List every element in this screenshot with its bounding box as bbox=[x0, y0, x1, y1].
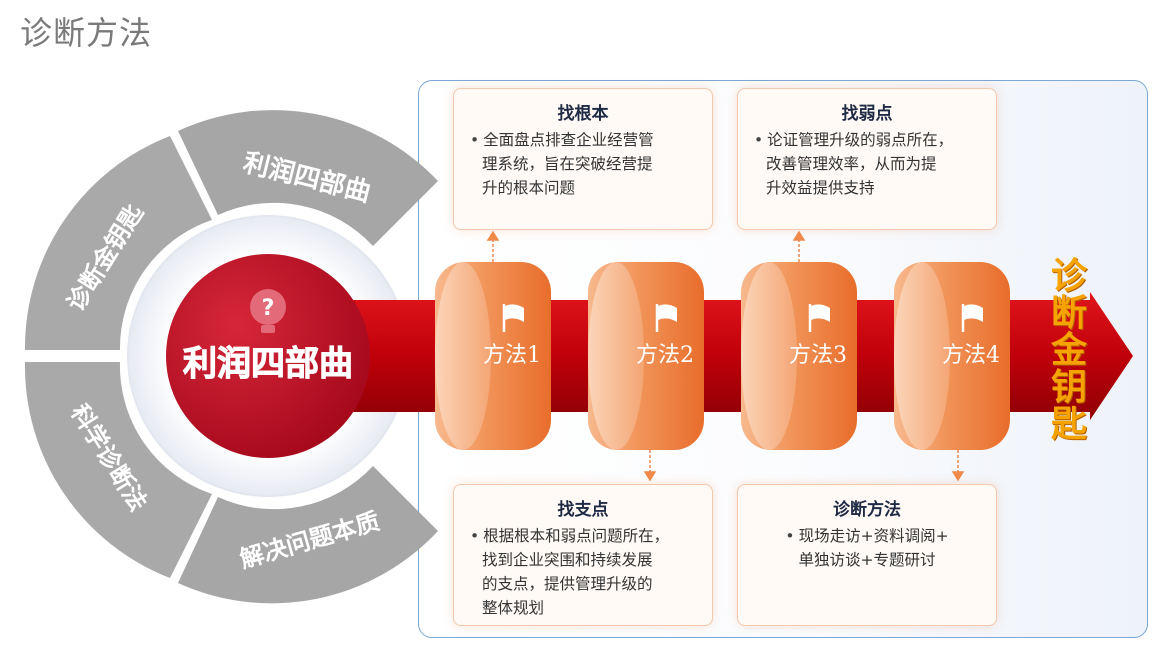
card-title: 找弱点 bbox=[841, 104, 893, 124]
arrow-head-label: 诊 断 金 钥 匙 bbox=[1046, 258, 1092, 443]
arrow-label-char: 断 bbox=[1050, 293, 1087, 334]
arrow-label-char: 金 bbox=[1050, 330, 1087, 371]
card-text-line: 升的根本问题 bbox=[482, 179, 576, 197]
card-diagnosis-method: 诊断方法 现场走访+资料调阅+ 单独访谈+专题研讨 bbox=[737, 484, 997, 626]
card-find-root: 找根本 全面盘点排查企业经营管 理系统，旨在突破经营提 升的根本问题 bbox=[453, 88, 713, 230]
card-text-line: 现场走访+资料调阅+ bbox=[748, 524, 986, 548]
arrow-label-char: 诊 bbox=[1050, 256, 1087, 297]
card-title: 找支点 bbox=[557, 500, 609, 520]
connector-down-2 bbox=[643, 450, 657, 482]
method-label-1: 方法1 bbox=[483, 343, 541, 368]
card-text-line: 理系统，旨在突破经营提 bbox=[482, 155, 653, 173]
arrow-label-char: 钥 bbox=[1050, 367, 1087, 408]
card-text-line: 单独访谈+专题研讨 bbox=[798, 551, 936, 569]
connector-down-4 bbox=[951, 450, 965, 482]
flag-icon bbox=[961, 304, 983, 332]
method-label-2: 方法2 bbox=[636, 343, 694, 368]
ring-segment-bottom-right bbox=[178, 466, 438, 604]
card-find-weak: 找弱点 论证管理升级的弱点所在， 改善管理效率，从而为提 升效益提供支持 bbox=[737, 88, 997, 230]
card-title: 诊断方法 bbox=[833, 500, 901, 520]
svg-text:?: ? bbox=[262, 296, 275, 321]
ring-segment-top-right bbox=[178, 110, 438, 247]
card-text-line: 整体规划 bbox=[482, 599, 545, 617]
connector-up-1 bbox=[486, 230, 500, 262]
method-label-4: 方法4 bbox=[942, 343, 1000, 368]
method-label-3: 方法3 bbox=[789, 343, 847, 368]
card-text-line: 改善管理效率，从而为提 bbox=[766, 155, 937, 173]
drum-4 bbox=[894, 262, 1010, 450]
card-text-line: 全面盘点排查企业经营管 bbox=[470, 128, 700, 152]
connector-up-3 bbox=[792, 230, 806, 262]
ring-segment-bottom-left bbox=[24, 362, 212, 578]
center-label: 利润四部曲 bbox=[183, 344, 353, 384]
card-find-support: 找支点 根据根本和弱点问题所在， 找到企业突围和持续发展 的支点，提供管理升级的… bbox=[453, 484, 713, 626]
page-title: 诊断方法 bbox=[20, 14, 153, 52]
flag-icon bbox=[502, 304, 524, 332]
card-text-line: 升效益提供支持 bbox=[766, 179, 875, 197]
card-text-line: 的支点，提供管理升级的 bbox=[482, 575, 653, 593]
card-text-line: 找到企业突围和持续发展 bbox=[482, 551, 653, 569]
ring-segment-top-left bbox=[24, 136, 212, 350]
flag-icon bbox=[808, 304, 830, 332]
card-text-line: 论证管理升级的弱点所在， bbox=[754, 128, 984, 152]
question-bulb-icon: ? bbox=[250, 289, 286, 333]
flag-icon bbox=[655, 304, 677, 332]
center-circle bbox=[166, 254, 370, 458]
card-text-line: 根据根本和弱点问题所在， bbox=[470, 524, 700, 548]
card-title: 找根本 bbox=[557, 104, 609, 124]
arrow-label-char: 匙 bbox=[1050, 404, 1087, 445]
